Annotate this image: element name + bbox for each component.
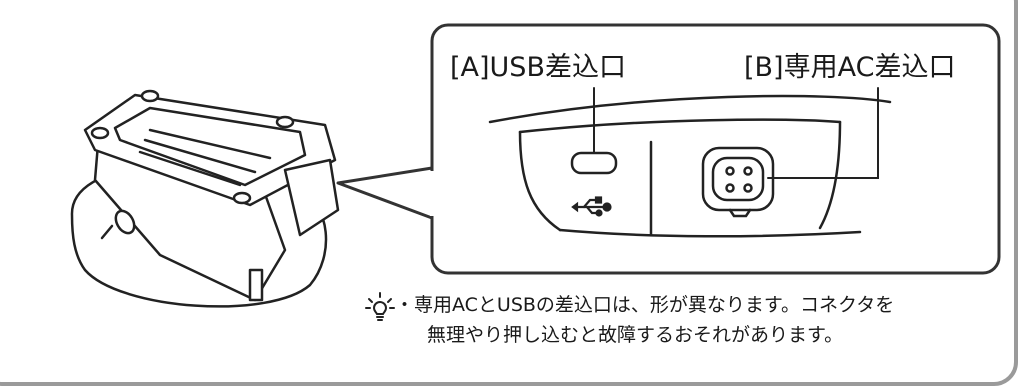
device-illustration (70, 89, 340, 308)
ac-port-label: [B]専用AC差込口 (744, 52, 956, 83)
usb-icon (571, 196, 612, 217)
port-closeup (488, 87, 892, 238)
usb-port-label: [A]USB差込口 (450, 52, 626, 83)
lightbulb-icon (365, 291, 395, 327)
callout-pointer (336, 166, 434, 220)
caution-note-line1: ・専用ACとUSBの差込口は、形が異なります。コネクタを (395, 294, 895, 316)
caution-note: ・専用ACとUSBの差込口は、形が異なります。コネクタを 無理やり押し込むと故障… (395, 290, 894, 350)
caution-note-line2: 無理やり押し込むと故障するおそれがあります。 (427, 324, 844, 346)
